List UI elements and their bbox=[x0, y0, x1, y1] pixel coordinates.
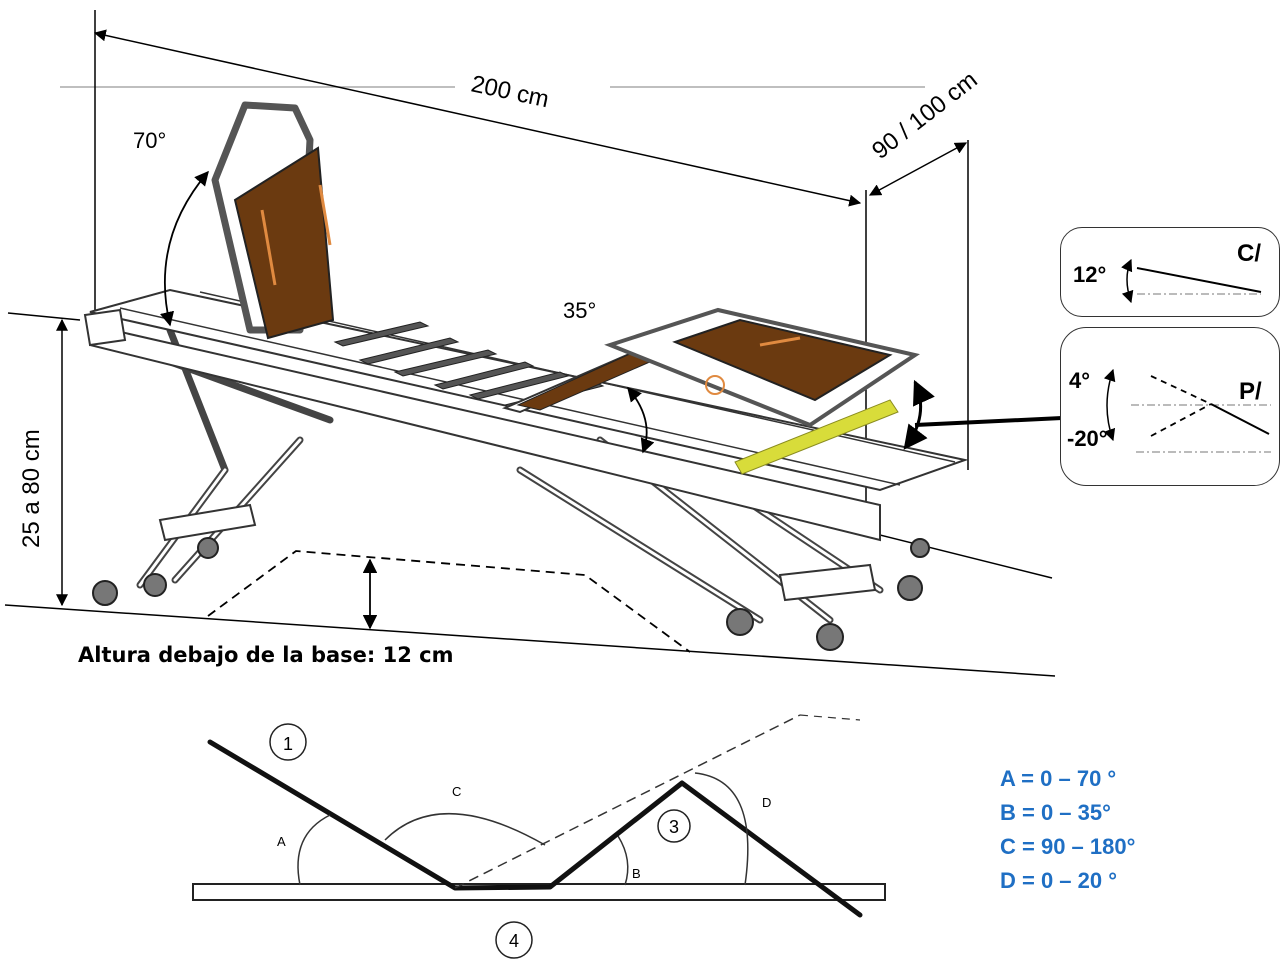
legend-item-a: A = 0 – 70 ° bbox=[1000, 766, 1117, 791]
marker-3: 3 bbox=[669, 817, 679, 837]
arc-label-b: B bbox=[632, 866, 641, 881]
panel-p: 4° -20° P/ bbox=[1060, 327, 1280, 486]
panel-p-tag: P/ bbox=[1239, 378, 1262, 405]
arc-label-a: A bbox=[277, 834, 286, 849]
panel-c: 12° C/ bbox=[1060, 227, 1280, 317]
legend-item-d: D = 0 – 20 ° bbox=[1000, 868, 1118, 893]
height-label: 25 a 80 cm bbox=[18, 429, 45, 548]
legend-item-c: C = 90 – 180° bbox=[1000, 834, 1136, 859]
schematic bbox=[192, 714, 886, 959]
panel-p-drawing bbox=[1103, 368, 1271, 453]
angle-arrows bbox=[160, 170, 1063, 454]
width-label: 90 / 100 cm bbox=[867, 66, 982, 164]
length-label: 200 cm bbox=[469, 70, 552, 113]
panel-p-angle-up: 4° bbox=[1069, 368, 1091, 393]
panel-p-angle-down: -20° bbox=[1067, 426, 1108, 451]
panel-c-tag: C/ bbox=[1237, 240, 1261, 267]
marker-4: 4 bbox=[509, 931, 519, 951]
under-base-label: Altura debajo de la base: 12 cm bbox=[78, 643, 454, 667]
legend-item-b: B = 0 – 35° bbox=[1000, 800, 1111, 825]
leg-angle-label: 35° bbox=[563, 298, 596, 323]
panel-c-drawing bbox=[1121, 258, 1262, 304]
marker-1: 1 bbox=[283, 734, 293, 754]
panel-c-angle: 12° bbox=[1073, 262, 1107, 287]
bed-illustration bbox=[83, 101, 969, 651]
under-base-profile bbox=[207, 550, 691, 653]
angle-legend: A = 0 – 70 ° B = 0 – 35° C = 90 – 180° D… bbox=[1000, 762, 1135, 898]
arc-label-d: D bbox=[762, 795, 771, 810]
arc-label-c: C bbox=[452, 784, 461, 799]
backrest-angle-label: 70° bbox=[133, 128, 166, 153]
